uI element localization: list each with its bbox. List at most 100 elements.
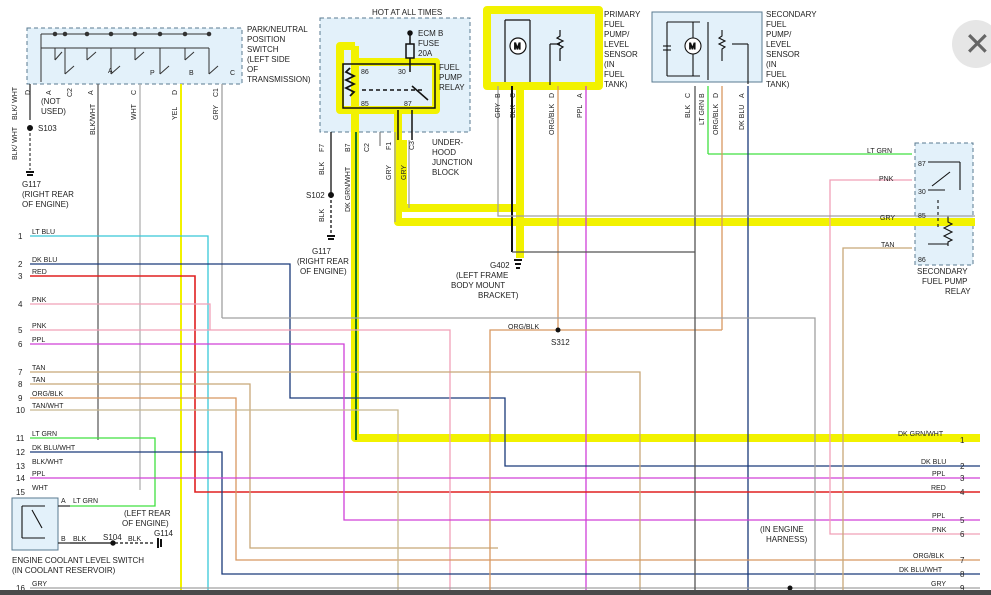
sec-relay-pin: 87: [918, 161, 926, 168]
primary-pin: B: [495, 93, 502, 98]
svg-text:GRY: GRY: [213, 105, 220, 120]
primary-pump-wires: [497, 86, 696, 595]
pnp-pin: C: [131, 90, 138, 95]
junction-pin: B7: [345, 143, 352, 152]
relay-pin: 85: [361, 101, 369, 108]
svg-text:BLK: BLK: [685, 104, 692, 118]
left-wire-label: ORG/BLK: [32, 391, 63, 398]
svg-text:TAN: TAN: [881, 242, 894, 249]
coolant-switch-label: ENGINE COOLANT LEVEL SWITCH(IN COOLANT R…: [12, 556, 144, 575]
junction-pin: F1: [386, 142, 393, 150]
ground-g117-right: [327, 192, 335, 240]
svg-text:PPL: PPL: [577, 105, 584, 118]
pnp-pin: D: [25, 90, 32, 95]
svg-text:M: M: [514, 42, 521, 51]
secondary-pump-wires: [707, 86, 912, 595]
left-pin: 11: [16, 434, 25, 443]
right-wire-label: RED: [931, 485, 946, 492]
right-pin: 3: [960, 474, 965, 483]
secondary-pin: B: [699, 93, 706, 98]
svg-text:BLK: BLK: [319, 208, 326, 222]
left-pin: 4: [18, 300, 23, 309]
junction-wires: [330, 132, 410, 440]
svg-text:GRY: GRY: [401, 165, 408, 180]
junction-pin: F7: [319, 144, 326, 152]
right-pin: 7: [960, 556, 965, 565]
secondary-pump-box: [651, 11, 763, 83]
coolant-pin: A: [61, 498, 66, 505]
svg-text:ORG/BLK: ORG/BLK: [713, 104, 720, 135]
wire-color-labels: BLK/ WHT BLK/WHT WHT YEL GRY BLK/ WHT BL…: [12, 86, 895, 543]
left-wire-label: PPL: [32, 337, 45, 344]
left-pin: 9: [18, 394, 23, 403]
right-pin: 4: [960, 488, 965, 497]
left-wire-label: DK BLU/WHT: [32, 445, 76, 452]
svg-text:PNK: PNK: [879, 176, 894, 183]
coolant-switch-internals: [21, 505, 70, 544]
sec-relay-pin: 85: [918, 213, 926, 220]
bottom-scrollbar: [0, 590, 991, 595]
left-pin: 1: [18, 232, 23, 241]
ground-g117-left: [26, 125, 34, 176]
close-button[interactable]: ✕: [952, 20, 991, 68]
pnp-pin: D: [172, 90, 179, 95]
secondary-pin: A: [739, 93, 746, 98]
ground-g114: [110, 538, 162, 548]
svg-text:BLK/WHT: BLK/WHT: [90, 103, 97, 135]
secondary-pump-internals: M: [663, 21, 749, 84]
splice-labels: S103 S102 S312 S104: [38, 124, 570, 542]
left-pin: 14: [16, 474, 25, 483]
left-pin: 8: [18, 380, 23, 389]
svg-text:ORG/BLK: ORG/BLK: [508, 324, 539, 331]
pnp-switch-internals: [40, 31, 219, 82]
svg-text:YEL: YEL: [172, 107, 179, 120]
hot-at-all-times-label: HOT AT ALL TIMES: [372, 8, 442, 17]
svg-text:LT GRN: LT GRN: [867, 148, 892, 155]
coolant-pin: B: [61, 536, 66, 543]
harness-wires: [30, 179, 980, 595]
left-wire-label: PNK: [32, 323, 47, 330]
splice-dots: [555, 327, 793, 591]
svg-text:GRY: GRY: [495, 103, 502, 118]
coolant-wires: [30, 437, 156, 544]
left-pin: 16: [16, 584, 25, 593]
junction-pin: C3: [409, 141, 416, 150]
svg-text:LT GRN: LT GRN: [73, 498, 98, 505]
left-wire-label: PNK: [32, 297, 47, 304]
right-wire-label: DK BLU: [921, 459, 946, 466]
right-wire-label: ORG/BLK: [913, 553, 944, 560]
svg-text:GRY: GRY: [386, 165, 393, 180]
right-wire-label: GRY: [931, 581, 946, 588]
pnp-pin: A: [46, 90, 53, 95]
left-pin: 7: [18, 368, 23, 377]
secondary-pin: C: [685, 93, 692, 98]
svg-text:ORG/BLK: ORG/BLK: [549, 104, 556, 135]
pnp-switch-letter: A: [108, 68, 113, 75]
right-pin: 2: [960, 462, 965, 471]
left-pin: 15: [16, 488, 25, 497]
svg-text:LT GRN: LT GRN: [699, 100, 706, 125]
pnp-pin: C2: [67, 88, 74, 97]
right-wire-label: PPL: [932, 471, 945, 478]
sec-relay-pin: 30: [918, 189, 926, 196]
left-wire-label: RED: [32, 269, 47, 276]
svg-text:DK BLU: DK BLU: [739, 105, 746, 130]
left-pin: 5: [18, 326, 23, 335]
left-wire-label: LT BLU: [32, 229, 55, 236]
sec-relay-pin: 86: [918, 257, 926, 264]
pin-labels: D A C2 A C D C1 A P B C 86 30 85 87 F7 B…: [25, 68, 926, 543]
left-wire-label: LT GRN: [32, 431, 57, 438]
s312-label: S312: [551, 338, 570, 347]
right-wire-label: DK BLU/WHT: [899, 567, 943, 574]
